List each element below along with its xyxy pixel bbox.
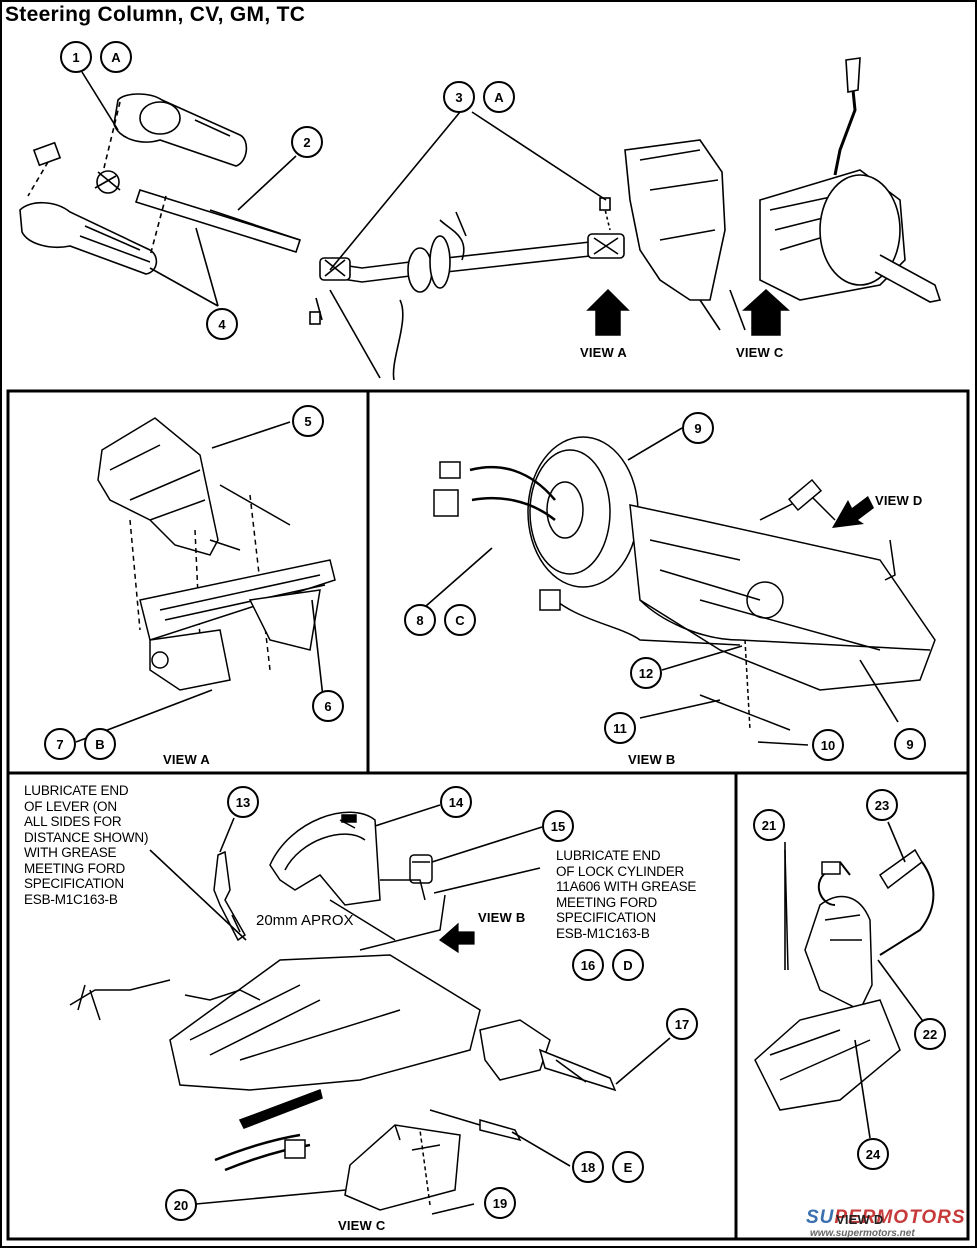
view-a-arrow [586, 288, 630, 336]
callout-19: 19 [484, 1187, 516, 1219]
callout-3: 3 [443, 81, 475, 113]
watermark-brand: SUPERMOTORS [806, 1207, 966, 1228]
callout-13: 13 [227, 786, 259, 818]
view-b-assembly [433, 436, 936, 731]
callout-21: 21 [753, 809, 785, 841]
panel-view-d-frame [734, 771, 970, 1241]
callout-10: 10 [812, 729, 844, 761]
callout-3-ref: A [483, 81, 515, 113]
panel-d-label: VIEW D [836, 1212, 884, 1227]
view-d-assembly [754, 848, 935, 1111]
callout-9-bottom: 9 [894, 728, 926, 760]
callout-8: 8 [404, 604, 436, 636]
panel-a-label: VIEW A [163, 752, 210, 767]
dimension-label: 20mm APROX [256, 912, 354, 929]
panel-b-view-d-arrow-label: VIEW D [875, 493, 923, 508]
callout-18-ref: E [612, 1151, 644, 1183]
top-exploded-assembly [19, 57, 942, 381]
callout-7: 7 [44, 728, 76, 760]
lever-lubrication-note: LUBRICATE END OF LEVER (ON ALL SIDES FOR… [24, 783, 149, 907]
callout-20: 20 [165, 1189, 197, 1221]
diagram-title: Steering Column, CV, GM, TC [5, 3, 306, 26]
callout-16-ref: D [612, 949, 644, 981]
view-b-leaders [425, 427, 899, 746]
callout-2: 2 [291, 126, 323, 158]
top-leader-lines [81, 71, 607, 307]
callout-1-ref: A [100, 41, 132, 73]
callout-24: 24 [857, 1138, 889, 1170]
callout-9-top: 9 [682, 412, 714, 444]
callout-14: 14 [440, 786, 472, 818]
top-view-c-label: VIEW C [736, 345, 784, 360]
callout-1: 1 [60, 41, 92, 73]
view-c-assembly [69, 811, 617, 1211]
callout-15: 15 [542, 810, 574, 842]
lock-cylinder-lubrication-note: LUBRICATE END OF LOCK CYLINDER 11A606 WI… [556, 848, 697, 941]
top-view-a-label: VIEW A [580, 345, 627, 360]
view-d-leaders [784, 821, 926, 1139]
callout-6: 6 [312, 690, 344, 722]
callout-22: 22 [914, 1018, 946, 1050]
callout-5: 5 [292, 405, 324, 437]
panel-c-view-b-arrow-label: VIEW B [478, 910, 526, 925]
watermark: SUPERMOTORS www.supermotors.net [800, 1207, 972, 1243]
callout-18: 18 [572, 1151, 604, 1183]
watermark-url: www.supermotors.net [810, 1228, 915, 1239]
view-d-arrow [832, 496, 874, 528]
view-c-arrow [742, 288, 790, 336]
view-c-leaders [149, 804, 671, 1215]
panel-b-label: VIEW B [628, 752, 676, 767]
callout-8-ref: C [444, 604, 476, 636]
callout-17: 17 [666, 1008, 698, 1040]
panel-c-label: VIEW C [338, 1218, 386, 1233]
callout-23: 23 [866, 789, 898, 821]
callout-7-ref: B [84, 728, 116, 760]
view-a-assembly [97, 417, 336, 691]
callout-4: 4 [206, 308, 238, 340]
callout-11: 11 [604, 712, 636, 744]
view-b-arrow [439, 922, 475, 954]
callout-12: 12 [630, 657, 662, 689]
callout-16: 16 [572, 949, 604, 981]
